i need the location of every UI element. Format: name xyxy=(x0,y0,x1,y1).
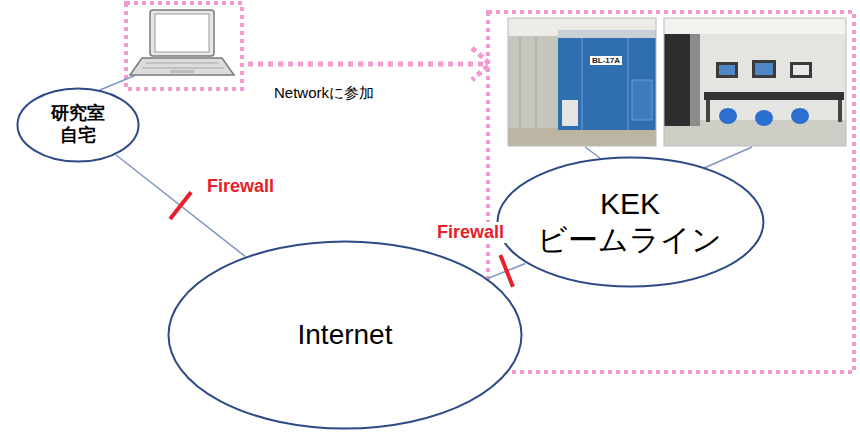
ellipse-shape xyxy=(497,158,763,287)
ellipse-shape xyxy=(18,89,139,162)
network-link xyxy=(116,155,245,256)
laptop-icon xyxy=(130,10,234,75)
firewall-label: Firewall xyxy=(205,176,276,197)
firewall-mark xyxy=(500,255,513,287)
firewall-mark xyxy=(170,192,191,219)
node-text: Internet xyxy=(298,318,393,352)
node-text: 研究室 自宅 xyxy=(51,103,105,146)
beamline-photo xyxy=(508,18,656,146)
beamline-sign: BL-17A xyxy=(590,56,622,65)
firewall-label: Firewall xyxy=(435,222,506,243)
photo-link xyxy=(585,147,600,158)
network-join-label: Networkに参加 xyxy=(272,84,376,101)
photo-link xyxy=(702,147,752,169)
join-arrow-head xyxy=(472,48,490,80)
network-frame xyxy=(488,12,854,372)
laptop-link xyxy=(100,75,136,90)
ellipse-shape xyxy=(169,242,522,429)
lab-home-ellipse: 研究室 自宅 xyxy=(16,87,140,163)
node-text: KEK ビームライン xyxy=(537,186,722,258)
control-room-photo xyxy=(664,18,846,146)
internet-ellipse: Internet xyxy=(167,240,523,430)
laptop-frame xyxy=(126,3,242,89)
join-arrow-line xyxy=(248,62,486,67)
ellipse-outline xyxy=(496,156,765,288)
kek-beamline-ellipse: KEK ビームライン xyxy=(496,156,765,288)
